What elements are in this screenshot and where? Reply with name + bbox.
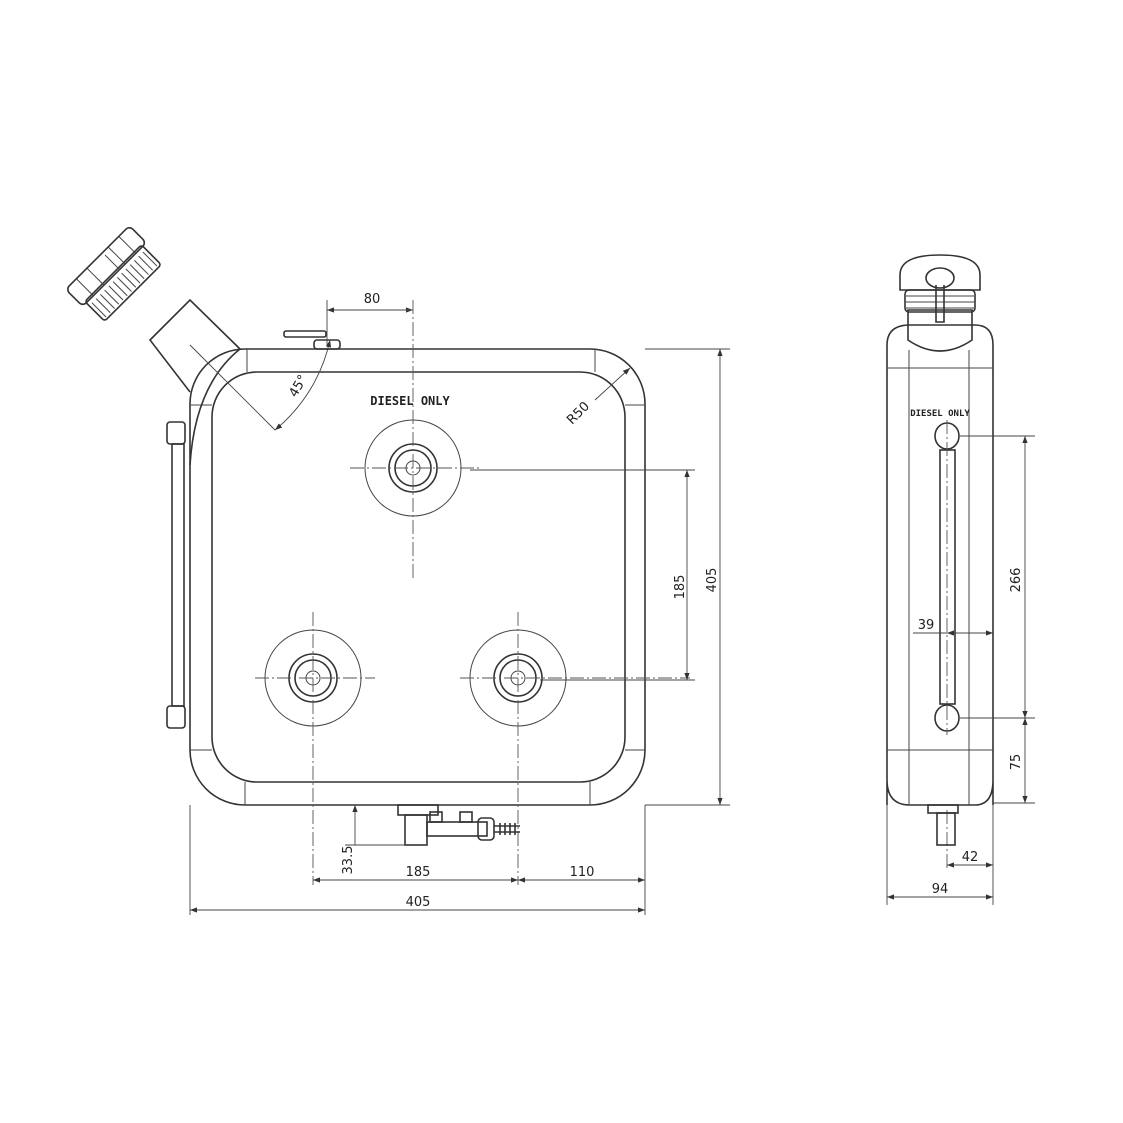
front-view: DIESEL ONLY 80 45° R50 185 405 33.5 185 … — [67, 227, 730, 915]
dim-gauge-offset: 39 — [918, 618, 935, 633]
side-filler-cap — [899, 254, 981, 352]
drain-fitting — [397, 804, 520, 846]
dim-height: 405 — [705, 568, 720, 593]
side-level-gauge — [166, 421, 186, 729]
diesel-only-label: DIESEL ONLY — [370, 394, 450, 408]
side-view: DIESEL ONLY 266 39 75 42 94 — [886, 254, 1035, 905]
dim-corner-radius: R50 — [564, 399, 593, 428]
filler-neck — [67, 227, 332, 466]
vent-fitting — [283, 330, 341, 350]
dim-depth: 94 — [932, 882, 949, 897]
dim-drain-offset: 42 — [962, 850, 979, 865]
side-drain-stub — [936, 812, 956, 846]
side-diesel-only-label: DIESEL ONLY — [910, 409, 970, 419]
dim-filler-offset: 80 — [364, 292, 381, 307]
side-drain-base — [927, 804, 959, 814]
dim-width: 405 — [406, 895, 431, 910]
tank-inner-outline — [211, 371, 626, 783]
dim-gauge-spacing: 266 — [1009, 568, 1024, 593]
dim-hole-to-edge: 110 — [570, 865, 595, 880]
dim-vertical-hole-spacing: 185 — [673, 575, 688, 600]
dim-bottom-gauge-height: 75 — [1009, 754, 1024, 771]
filler-cap — [67, 227, 161, 321]
dim-horizontal-hole-spacing: 185 — [406, 865, 431, 880]
dim-drain-height: 33.5 — [341, 846, 356, 875]
dim-angle: 45° — [286, 373, 311, 400]
